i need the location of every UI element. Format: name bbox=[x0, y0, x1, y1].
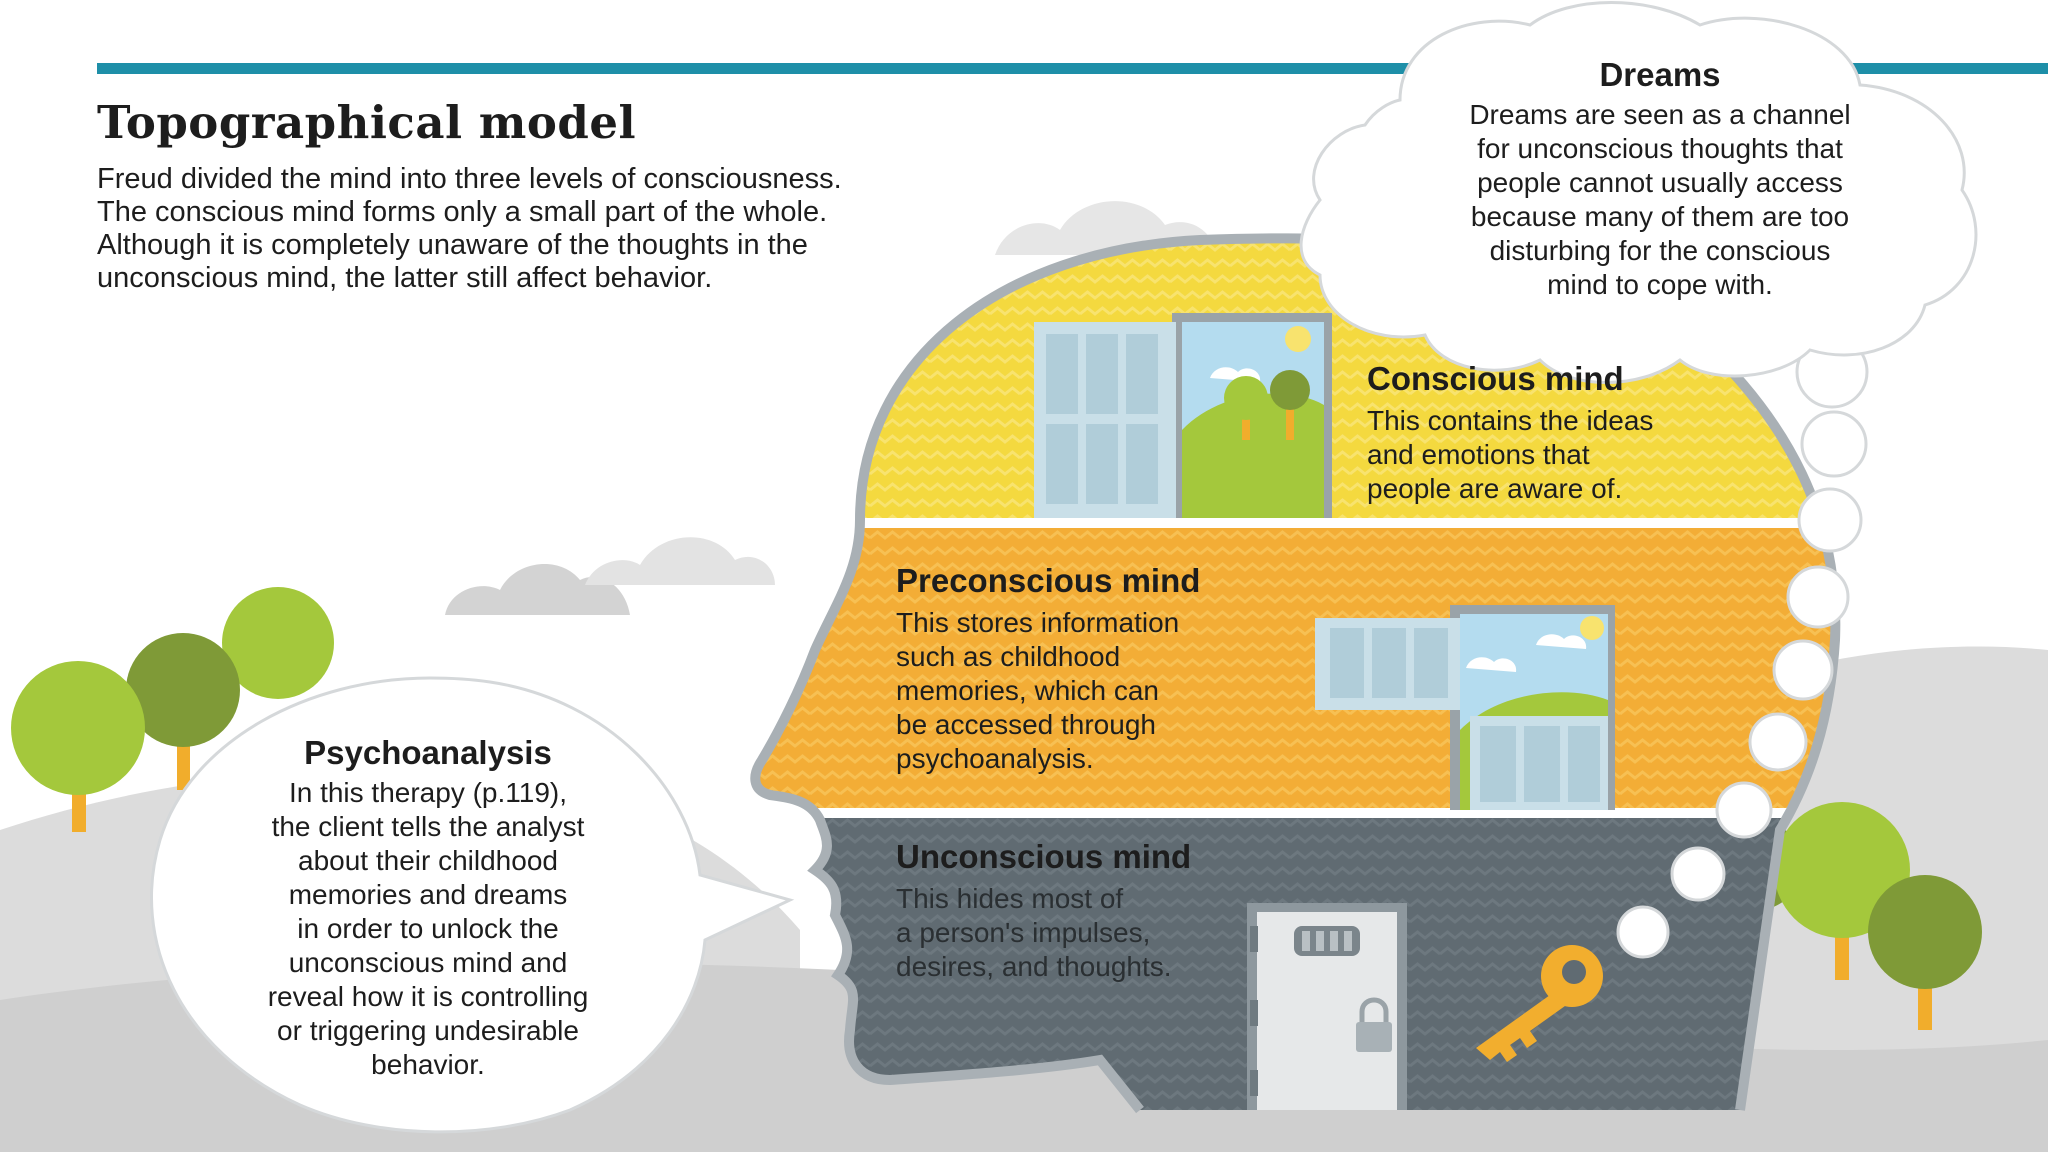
psychoanalysis-line: unconscious mind and bbox=[288, 947, 568, 978]
dreams-line: for unconscious thoughts that bbox=[1477, 133, 1843, 164]
trees-left bbox=[11, 587, 334, 832]
psychoanalysis-line: memories and dreams bbox=[288, 879, 568, 910]
unconscious-heading: Unconscious mind bbox=[896, 838, 1192, 875]
psychoanalysis-speech-bubble bbox=[150, 676, 795, 1134]
key-icon bbox=[1476, 945, 1603, 1062]
conscious-line: and emotions that bbox=[1367, 439, 1590, 470]
unconscious-line: This hides most of bbox=[896, 883, 1124, 914]
psychoanalysis-line: the client tells the analyst bbox=[271, 811, 585, 842]
unconscious-line: a person's impulses, bbox=[896, 917, 1151, 948]
preconscious-heading: Preconscious mind bbox=[896, 562, 1201, 599]
dreams-line: because many of them are too bbox=[1470, 201, 1850, 232]
intro-line: unconscious mind, the latter still affec… bbox=[97, 262, 713, 294]
psychoanalysis-line: reveal how it is controlling bbox=[267, 981, 589, 1012]
preconscious-line: psychoanalysis. bbox=[896, 743, 1094, 774]
psychoanalysis-heading: Psychoanalysis bbox=[304, 734, 552, 771]
dreams-line: Dreams are seen as a channel bbox=[1469, 99, 1851, 130]
dreams-callout: Dreams Dreams are seen as a channel for … bbox=[1400, 56, 1920, 302]
psychoanalysis-line: or triggering undesirable bbox=[277, 1015, 579, 1046]
open-window-icon bbox=[1034, 313, 1332, 518]
preconscious-line: This stores information bbox=[896, 607, 1180, 638]
intro-line: Freud divided the mind into three levels… bbox=[97, 163, 842, 195]
preconscious-band bbox=[755, 528, 1836, 810]
unconscious-line: desires, and thoughts. bbox=[896, 951, 1172, 982]
psychoanalysis-line: about their childhood bbox=[298, 845, 558, 876]
dreams-line: disturbing for the conscious bbox=[1489, 235, 1831, 266]
psychoanalysis-line: in order to unlock the bbox=[297, 913, 559, 944]
locked-door-icon bbox=[1247, 903, 1407, 1110]
unconscious-mind-label: Unconscious mind This hides most of a pe… bbox=[896, 838, 1296, 984]
accent-bar bbox=[97, 63, 2048, 74]
dreams-thought-cloud bbox=[1299, 1, 1978, 384]
preconscious-line: memories, which can bbox=[896, 675, 1159, 706]
intro-line: The conscious mind forms only a small pa… bbox=[97, 196, 828, 228]
dreams-heading: Dreams bbox=[1599, 56, 1721, 93]
dreams-line: mind to cope with. bbox=[1547, 269, 1773, 300]
preconscious-line: be accessed through bbox=[896, 709, 1156, 740]
conscious-mind-label: Conscious mind This contains the ideas a… bbox=[1367, 360, 1787, 506]
dreams-line: people cannot usually access bbox=[1477, 167, 1843, 198]
half-open-window-icon bbox=[1315, 605, 1615, 810]
psychoanalysis-callout: Psychoanalysis In this therapy (p.119), … bbox=[208, 734, 648, 1082]
conscious-line: This contains the ideas bbox=[1367, 405, 1654, 436]
intro-text: Freud divided the mind into three levels… bbox=[97, 163, 997, 295]
psychoanalysis-line: In this therapy (p.119), bbox=[288, 777, 568, 808]
intro-line: Although it is completely unaware of the… bbox=[97, 229, 808, 261]
cloud-icon bbox=[585, 537, 775, 585]
preconscious-line: such as childhood bbox=[896, 641, 1121, 672]
page-title: Topographical model bbox=[97, 96, 637, 149]
thought-bubble-trail bbox=[1616, 335, 1869, 959]
preconscious-mind-label: Preconscious mind This stores informatio… bbox=[896, 562, 1336, 776]
psychoanalysis-line: behavior. bbox=[371, 1049, 485, 1080]
conscious-line: people are aware of. bbox=[1367, 473, 1623, 504]
conscious-heading: Conscious mind bbox=[1367, 360, 1624, 397]
cloud-icon bbox=[445, 563, 630, 615]
